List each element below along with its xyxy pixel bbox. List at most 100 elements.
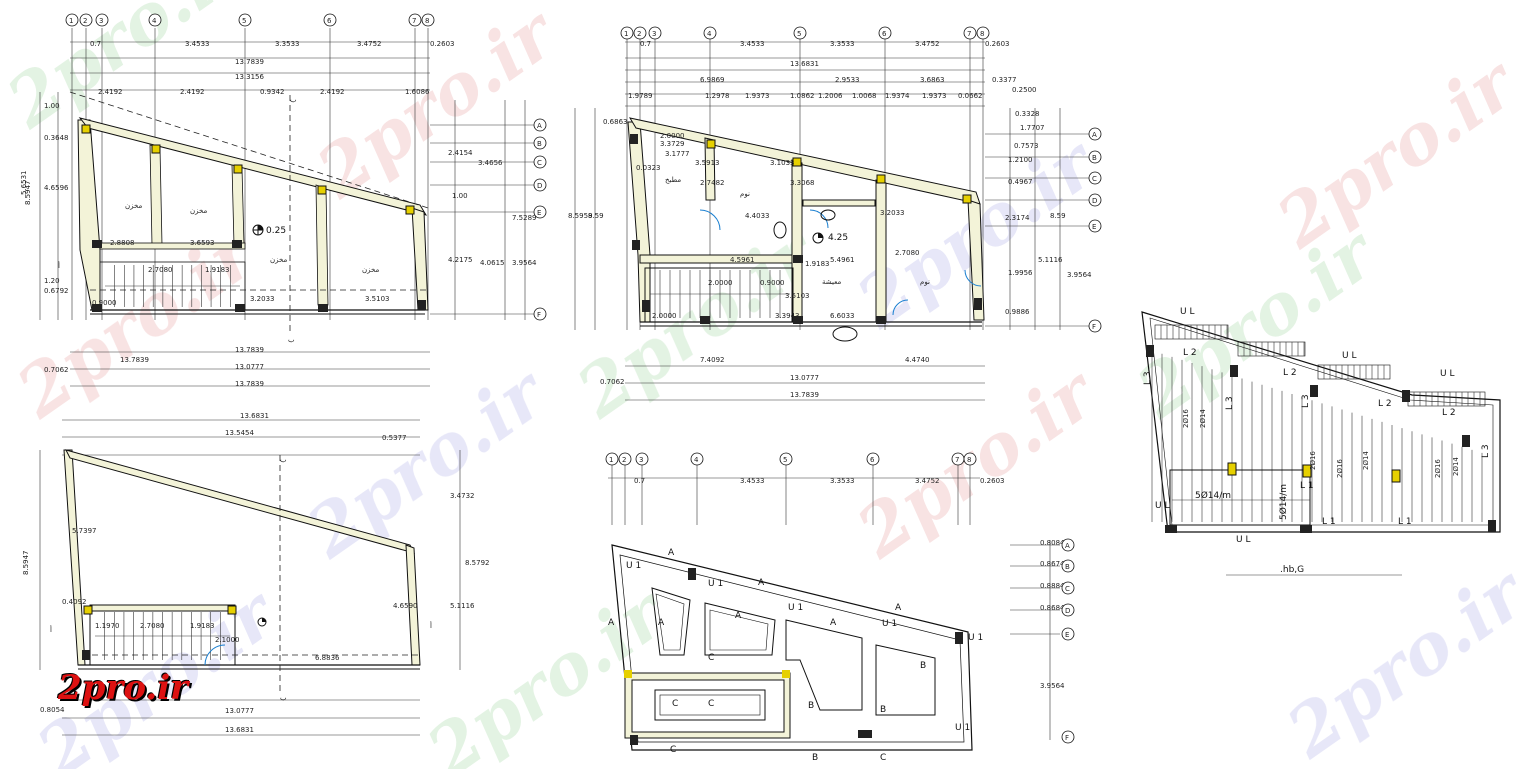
plan4-section-mark: C [670, 745, 676, 755]
floor-plan-first: 4.25 مطبخ نوم معيشة نوم 7.4092 4.4740 13… [568, 28, 1092, 401]
plan4-dim-top: 0.7 [634, 477, 645, 485]
plan2-dim-row4: 1.9374 [885, 92, 910, 100]
grid-bubble [1061, 730, 1075, 744]
plan1-dim-row3: 1.6086 [405, 88, 430, 96]
plan4-label-u1: U 1 [788, 603, 803, 613]
plan4-label-u1: U 1 [708, 579, 723, 589]
grid-bubble [533, 178, 547, 192]
grid-bubble [605, 452, 619, 466]
plan4-dim-right: 0.8674 [1040, 560, 1065, 568]
plan1-stair-dim: 2.7080 [148, 266, 173, 274]
detail-bar-label: 2Ø14 [1199, 409, 1207, 428]
watermark-text: 2pro.ir [1261, 39, 1516, 264]
plan2-interior-dim: 3.1033 [770, 159, 795, 167]
grid-bubbles: 111222333444555666777888AAABBBCCCDDDEEEF… [65, 13, 1102, 744]
grid-bubble [533, 118, 547, 132]
plan2-dim-top: 0.7 [640, 40, 651, 48]
plan4-label-u1: U 1 [955, 723, 970, 733]
plan2-dim-bottom-left: 0.7062 [600, 378, 625, 386]
plan2-dim-row4: 0.0662 [958, 92, 983, 100]
site-logo: 2pro.ir [58, 668, 189, 708]
grid-bubble-side-E: E [1092, 223, 1096, 231]
grid-bubble [866, 452, 880, 466]
plan1-stair-dim: 3.2033 [250, 295, 275, 303]
plan2-interior-dim: 3.3068 [790, 179, 815, 187]
plan2-dim-left: 8.59 [588, 212, 604, 220]
detail-bar-label: 2Ø16 [1336, 459, 1344, 478]
plan2-room-living: معيشة [822, 278, 841, 286]
detail-label-ul: U L [1236, 535, 1250, 545]
plan3-inner-dim: 1.1970 [95, 622, 120, 630]
plan4-dim-right: 0.8684 [1040, 604, 1065, 612]
plan1-dim-row3: 2.4192 [320, 88, 345, 96]
grid-bubble [963, 26, 977, 40]
plan1-dim-right: 3.4656 [478, 159, 503, 167]
grid-bubble-top-1: 1 [69, 17, 73, 25]
grid-bubble [79, 13, 93, 27]
plan1-dim-left: 8.5947 [24, 181, 32, 206]
plan1-section-mark-b: ب [288, 336, 295, 344]
plan2-interior-dim: 4.5961 [730, 256, 755, 264]
plan4-section-mark: B [808, 701, 814, 711]
grid-bubble-side-D: D [537, 182, 542, 190]
detail-bar-label: 2Ø14 [1362, 451, 1370, 470]
watermark-text: 2pro.ir [0, 0, 263, 144]
plan2-dim-row4: 1.2978 [705, 92, 730, 100]
grid-bubble [1088, 127, 1102, 141]
grid-bubble-top-8: 8 [967, 456, 971, 464]
plan1-dim-right: 4.2175 [448, 256, 473, 264]
plan4-section-mark: A [608, 618, 615, 628]
grid-bubble-top-6: 6 [870, 456, 875, 464]
plan4-section-mark: B [812, 753, 818, 763]
plan1-dim-bottom-3: 13.7839 [235, 380, 264, 388]
plan1-dim-top: 0.7 [90, 40, 101, 48]
plan3-dim-top: 0.5377 [382, 434, 407, 442]
grid-bubble [793, 26, 807, 40]
plan2-interior-dim: 3.1777 [665, 150, 690, 158]
detail-label-l: L 3 [1301, 394, 1311, 408]
detail-label-l: L 2 [1442, 408, 1456, 418]
plan1-dim-left: 4.6596 [44, 184, 69, 192]
grid-bubble-top-3: 3 [639, 456, 643, 464]
plan2-dim-top: 3.4533 [740, 40, 765, 48]
grid-bubble-top-7: 7 [412, 17, 416, 25]
plan4-label-u1: U 1 [626, 561, 641, 571]
detail-label-l: L 3 [1481, 444, 1491, 458]
grid-bubble [533, 155, 547, 169]
grid-bubble-side-E: E [1065, 631, 1069, 639]
plan1-dim-left: 0.3648 [44, 134, 69, 142]
plan4-section-mark: C [672, 699, 678, 709]
plan1-dim-left: 0.6792 [44, 287, 69, 295]
grid-bubble [421, 13, 435, 27]
grid-bubble-side-C: C [1065, 585, 1070, 593]
plan2-interior-dim: 3.5103 [785, 292, 810, 300]
plan4-section-mark: B [880, 705, 886, 715]
plan3-inner-dim: 1.9183 [190, 622, 215, 630]
detail-label-ul: U L [1180, 307, 1194, 317]
roof-plan: ب ب أ أ 13.683113.54540.53778.59470.4092… [22, 412, 490, 736]
grid-bubble-side-D: D [1065, 607, 1070, 615]
detail-bar-label: 2Ø16 [1182, 409, 1190, 428]
plan3-dim-right: 5.1116 [450, 602, 475, 610]
plan2-interior-dim: 0.9000 [760, 279, 785, 287]
detail-label-l: L 1 [1322, 517, 1336, 527]
plan4-section-mark: A [668, 548, 675, 558]
grid-bubble [95, 13, 109, 27]
detail-label-l: L 3 [1143, 371, 1153, 385]
plan1-dim-top: 3.3533 [275, 40, 300, 48]
grid-bubble [1088, 219, 1102, 233]
grid-bubble [635, 452, 649, 466]
plan1-dim-bottom-2: 13.0777 [235, 363, 264, 371]
grid-bubble-side-E: E [537, 209, 541, 217]
plan4-dim-top: 0.2603 [980, 477, 1005, 485]
plan1-dim-row3: 2.4192 [180, 88, 205, 96]
plan2-interior-dim: 1.9183 [805, 260, 830, 268]
plan2-dim-row4: 1.0068 [852, 92, 877, 100]
roof-slab-reinforcement-detail: .hb,G 5Ø14/m 5Ø14/m U LU LU LU LU LL 2L … [1141, 307, 1501, 576]
plan4-dim-right: 3.9564 [1040, 682, 1065, 690]
grid-bubble-top-2: 2 [83, 17, 87, 25]
plan2-interior-dim: 2.7080 [895, 249, 920, 257]
detail-label-ul: U L [1440, 369, 1454, 379]
detail-bar-label: 2Ø16 [1434, 459, 1442, 478]
